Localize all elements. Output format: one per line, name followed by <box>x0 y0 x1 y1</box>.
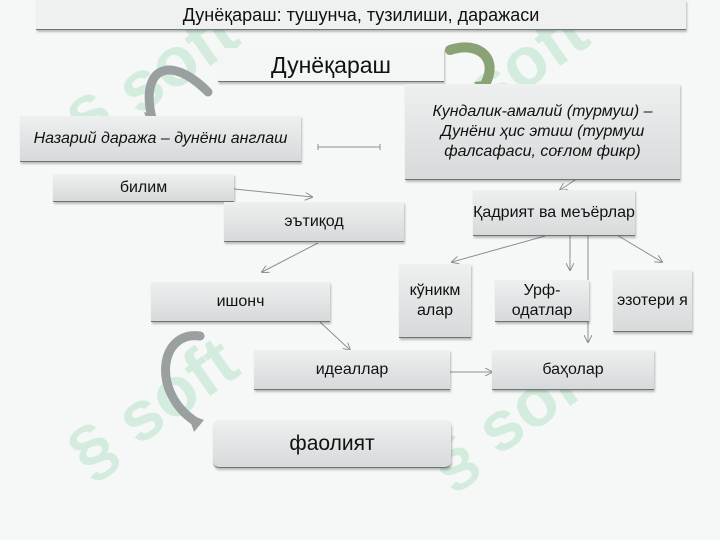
arrow-belief-trust <box>262 242 319 272</box>
arrow-trust-ideals <box>319 321 350 350</box>
skills-node: кўникм алар <box>399 264 471 338</box>
curved-arrow-right-icon <box>445 42 495 91</box>
activity-node: фаолият <box>213 420 451 468</box>
curved-arrow-left-icon <box>144 65 213 123</box>
trust-node: ишонч <box>151 282 330 322</box>
page-title: Дунёқараш: тушунча, тузилиши, даражаси <box>36 0 686 30</box>
root-node: Дунёқараш <box>218 48 444 82</box>
assessments-node: баҳолар <box>492 350 654 390</box>
arrow-practical-values <box>560 177 579 190</box>
theoretical-level-node: Назарий даража – дунёни англаш <box>20 116 301 162</box>
link-ticks <box>317 144 381 150</box>
values-norms-node: Қадрият ва меъёрлар <box>473 190 635 236</box>
knowledge-node: билим <box>53 174 234 202</box>
ideals-node: идеаллар <box>254 350 450 390</box>
arrow-knowledge-belief <box>224 187 312 197</box>
arrow-values-esoteric <box>611 231 662 262</box>
curved-arrow-bottom-head-icon <box>188 414 204 432</box>
belief-node: эътиқод <box>224 202 404 242</box>
esoteric-node: эзотери я <box>613 270 692 332</box>
customs-node: Урф-одатлар <box>495 280 589 322</box>
arrow-values-skills <box>452 235 546 262</box>
practical-level-node: Кундалик-амалий (турмуш) – Дунёни ҳис эт… <box>405 84 680 180</box>
curved-arrow-bottom-icon <box>161 331 205 427</box>
